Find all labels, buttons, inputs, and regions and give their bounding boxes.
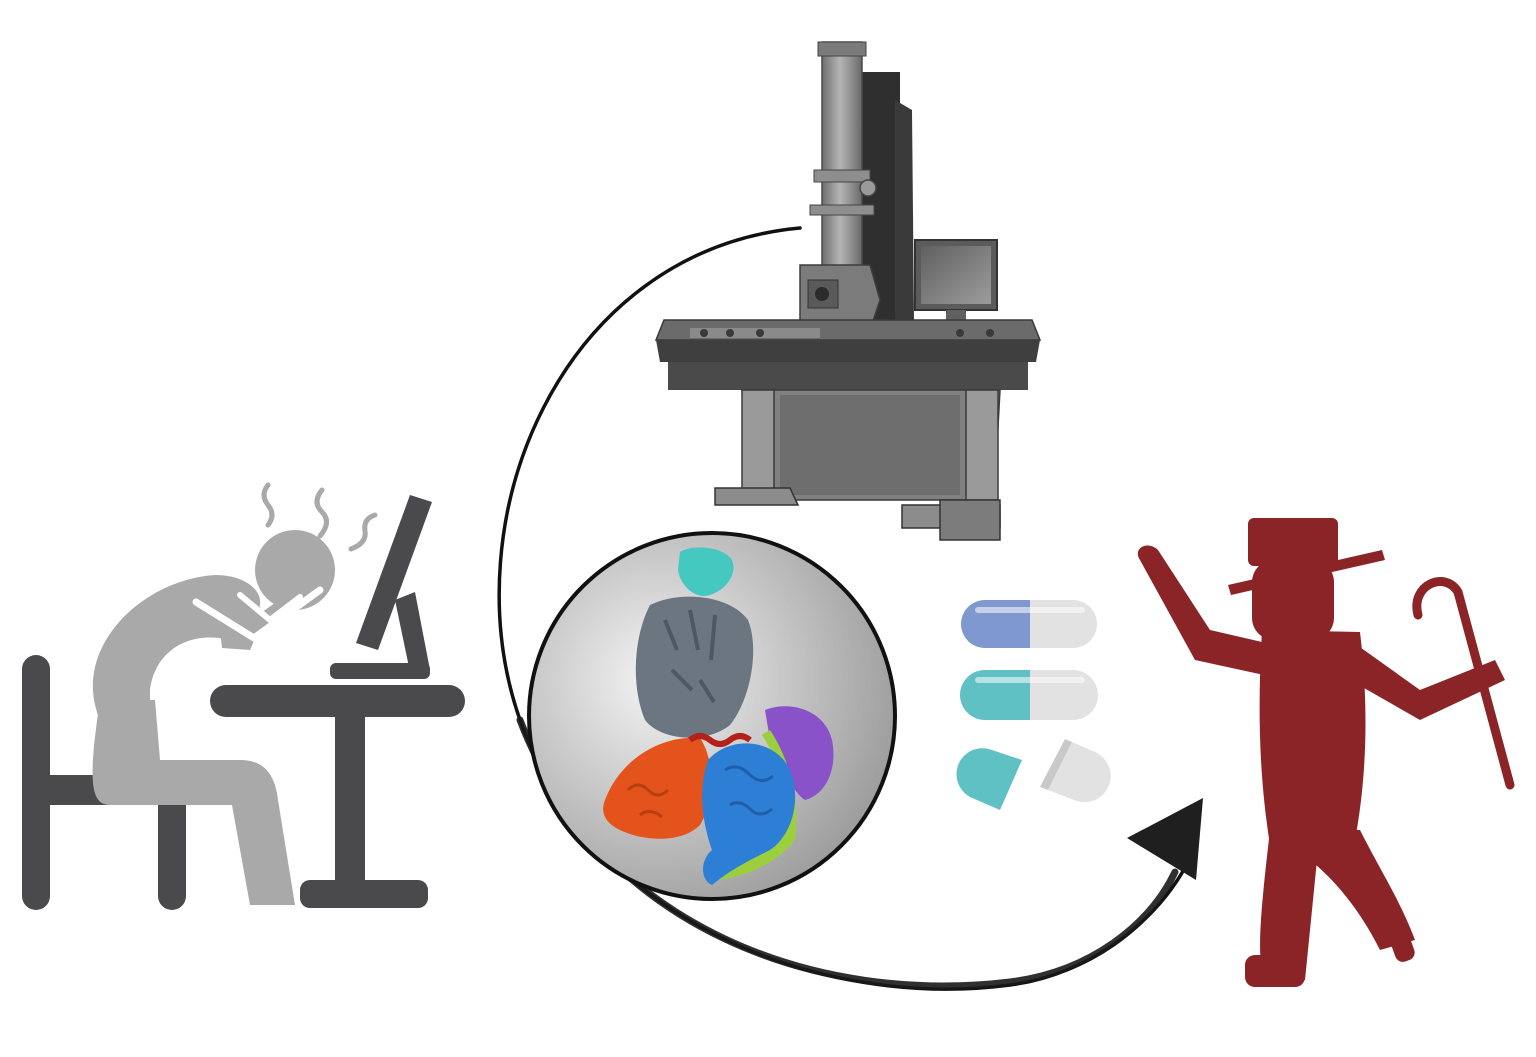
cryo-electron-microscope-icon xyxy=(654,41,1042,541)
capsule-open-halves xyxy=(956,739,1111,810)
computer-monitor-icon xyxy=(330,495,432,679)
stress-squiggle-icon xyxy=(261,482,378,552)
cane-icon xyxy=(1412,577,1515,790)
capsule-pill-icon xyxy=(956,600,1111,810)
capsule-blue-white xyxy=(961,600,1097,648)
protein-structure-icon xyxy=(527,531,897,901)
person-body xyxy=(92,530,335,905)
happy-dancing-person-icon xyxy=(1137,518,1505,987)
desk-icon xyxy=(210,685,465,908)
capsule-teal-white xyxy=(960,670,1098,720)
stressed-person-at-desk-icon xyxy=(22,482,465,910)
